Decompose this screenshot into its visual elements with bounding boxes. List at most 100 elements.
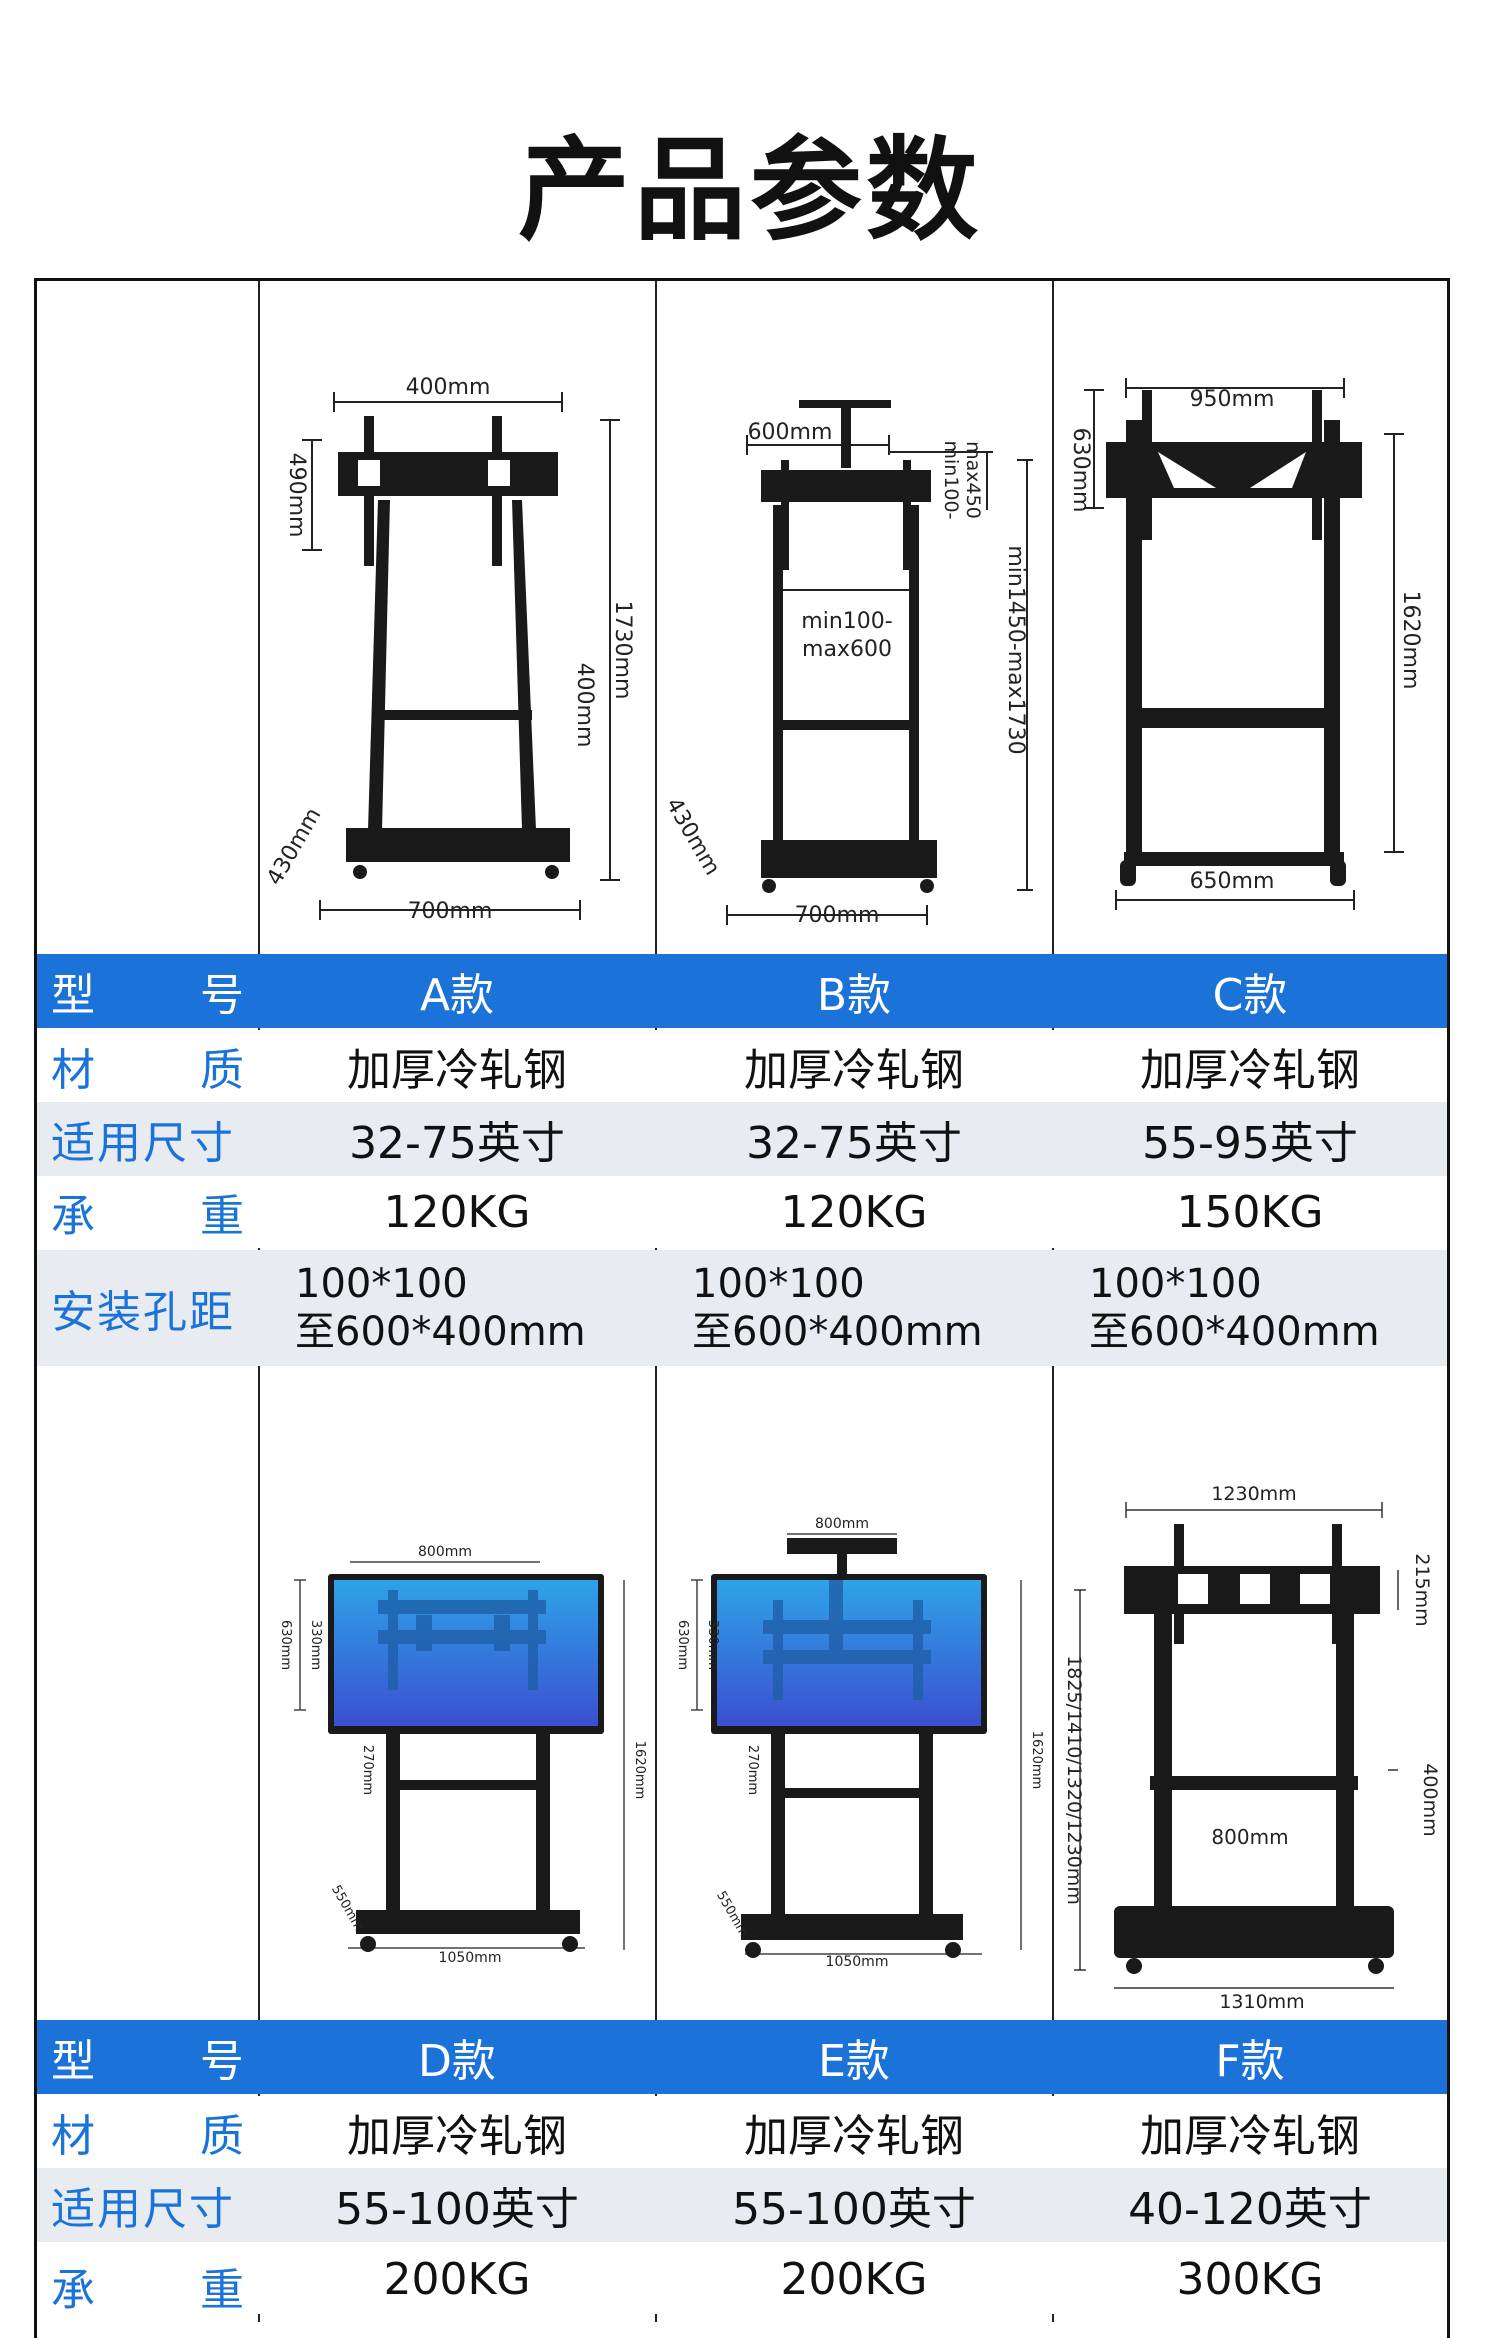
stand-diagram-d: 800mm 630mm 330mm 1620mm 270mm 550mm 105… — [278, 1544, 647, 1966]
label-char: 重 — [200, 1191, 244, 1242]
hole-spacing-row: 安装孔距 100*100 至600*400mm 100*100 至600*400… — [37, 1250, 1447, 1366]
model-header-row: 型 号 D款 E款 F款 — [37, 2020, 1447, 2094]
size-value: 40-120英寸 — [1128, 2184, 1372, 2235]
load-value: 120KG — [383, 1186, 531, 1238]
dim-height-label: 630mm — [675, 1620, 690, 1670]
dim-shelf-label: 270mm — [745, 1745, 760, 1795]
label-char: 材 — [51, 1045, 95, 1096]
label-char: 型 — [51, 970, 95, 1021]
dim-depth-label: 430mm — [661, 794, 725, 880]
hole-spacing-line: 至600*400mm — [1089, 1309, 1380, 1355]
stand-diagram-c: 950mm 630mm 1620mm 650mm — [1068, 378, 1423, 910]
hole-spacing-label: 安装孔距 — [51, 1287, 235, 1338]
label-char: 型 — [51, 2036, 95, 2087]
size-row: 适用尺寸 32-75英寸 32-75英寸 55-95英寸 — [37, 1102, 1447, 1176]
dim-range-label: min100- — [940, 441, 962, 520]
dim-height-label: 1620mm — [1029, 1731, 1044, 1789]
spec-table-frame — [34, 278, 1450, 2338]
dim-base-label: 1050mm — [826, 1954, 889, 1970]
dim-base-label: 650mm — [1190, 869, 1275, 894]
load-row: 承 重 120KG 120KG 150KG — [37, 1176, 1447, 1248]
dim-width-label: 1230mm — [1211, 1483, 1296, 1505]
hole-spacing-line: 100*100 — [1089, 1261, 1262, 1307]
material-value: 加厚冷轧钢 — [1140, 1045, 1360, 1096]
label-char: 承 — [51, 2265, 95, 2316]
dim-height-label: 1825/1410/1320/1230mm — [1063, 1655, 1085, 1905]
size-label: 适用尺寸 — [51, 1118, 235, 1169]
dim-base-label: 1310mm — [1219, 1991, 1304, 2010]
load-label: 承 重 — [37, 1176, 258, 1248]
load-value: 120KG — [780, 1186, 928, 1238]
dim-depth-label: 800mm — [1211, 1825, 1288, 1849]
stand-diagram-b: 600mm min100- max450 min1450-max1730 min… — [661, 400, 1033, 928]
size-value: 55-95英寸 — [1142, 1118, 1358, 1169]
dim-height-label: 1730mm — [610, 601, 635, 700]
load-value: 150KG — [1176, 1186, 1324, 1238]
label-char: 质 — [200, 1045, 244, 1096]
label-char: 重 — [200, 2265, 244, 2316]
size-label: 适用尺寸 — [51, 2184, 235, 2235]
dim-height-label: 1620mm — [1398, 591, 1423, 690]
model-header-row: 型 号 A款 B款 C款 — [37, 954, 1447, 1028]
label-char: 承 — [51, 1191, 95, 1242]
page-title: 产品参数 — [518, 126, 982, 256]
stand-diagram-f: 1230mm 215mm 1825/1410/1320/1230mm 400mm… — [1063, 1483, 1441, 2010]
dim-width-label: 800mm — [815, 1516, 869, 1532]
model-name: B款 — [816, 970, 892, 1021]
hole-spacing-line: 100*100 — [692, 1261, 865, 1307]
model-label: 型 号 — [37, 954, 258, 1028]
size-value: 55-100英寸 — [335, 2184, 579, 2235]
hole-spacing-line: 至600*400mm — [295, 1309, 586, 1355]
label-char: 号 — [200, 2036, 244, 2087]
dim-width-label: 800mm — [418, 1544, 472, 1560]
material-value: 加厚冷轧钢 — [347, 2111, 567, 2162]
model-name: A款 — [419, 970, 495, 1021]
size-value: 55-100英寸 — [732, 2184, 976, 2235]
load-row: 承 重 200KG 200KG 300KG — [37, 2242, 1447, 2316]
dim-height-label: 215mm — [1411, 1553, 1433, 1626]
dim-width-label: 600mm — [748, 420, 833, 445]
dim-width-label: 400mm — [406, 375, 491, 400]
material-label: 材 质 — [37, 1030, 258, 1102]
dim-depth-label: 430mm — [262, 804, 326, 890]
hole-spacing-value: 100*100 至600*400mm — [259, 1250, 655, 1366]
label-char: 质 — [200, 2111, 244, 2162]
dim-height-label: 630mm — [1068, 428, 1093, 513]
hole-spacing-value: 100*100 至600*400mm — [656, 1250, 1052, 1366]
material-value: 加厚冷轧钢 — [744, 1045, 964, 1096]
model-name: D款 — [418, 2036, 496, 2087]
dim-depth-label: 550mm — [328, 1883, 366, 1934]
dim-range-label: min100- — [801, 609, 892, 634]
hole-spacing-value: 100*100 至600*400mm — [1053, 1250, 1447, 1366]
size-value: 32-75英寸 — [746, 1118, 962, 1169]
load-value: 200KG — [780, 2254, 928, 2305]
model-name: F款 — [1215, 2036, 1285, 2087]
hole-spacing-line: 100*100 — [295, 1261, 468, 1307]
dim-height-label: 490mm — [284, 453, 309, 538]
model-name: C款 — [1212, 970, 1288, 1021]
dim-base-label: 700mm — [408, 899, 493, 924]
material-value: 加厚冷轧钢 — [1140, 2111, 1360, 2162]
size-value: 32-75英寸 — [349, 1118, 565, 1169]
dim-height-label: 630mm — [278, 1620, 293, 1670]
stand-diagram-a: 400mm 490mm 1730mm 400mm 430mm 700mm — [262, 375, 635, 924]
load-value: 300KG — [1176, 2254, 1324, 2305]
material-value: 加厚冷轧钢 — [347, 1045, 567, 1096]
size-row: 适用尺寸 55-100英寸 55-100英寸 40-120英寸 — [37, 2168, 1447, 2242]
material-row: 材 质 加厚冷轧钢 加厚冷轧钢 加厚冷轧钢 — [37, 1030, 1447, 1102]
hole-spacing-line: 至600*400mm — [692, 1309, 983, 1355]
dim-base-label: 1050mm — [439, 1950, 502, 1966]
dim-range-label: max600 — [802, 637, 892, 662]
material-row: 材 质 加厚冷轧钢 加厚冷轧钢 加厚冷轧钢 — [37, 2096, 1447, 2168]
dim-shelf-label: 400mm — [572, 663, 597, 748]
dim-shelf-label: 400mm — [1419, 1763, 1441, 1836]
label-char: 号 — [200, 970, 244, 1021]
dim-range-label: max450 — [962, 441, 984, 519]
model-name: E款 — [818, 2036, 890, 2087]
load-label: 承 重 — [37, 2242, 258, 2316]
stand-diagram-e: 800mm 630mm 330mm 1620mm 270mm 550mm 105… — [675, 1516, 1044, 1970]
dim-base-label: 700mm — [795, 903, 880, 928]
dim-height-label: 330mm — [705, 1620, 720, 1670]
dim-shelf-label: 270mm — [360, 1745, 375, 1795]
dim-height-label: min1450-max1730 — [1003, 545, 1028, 754]
